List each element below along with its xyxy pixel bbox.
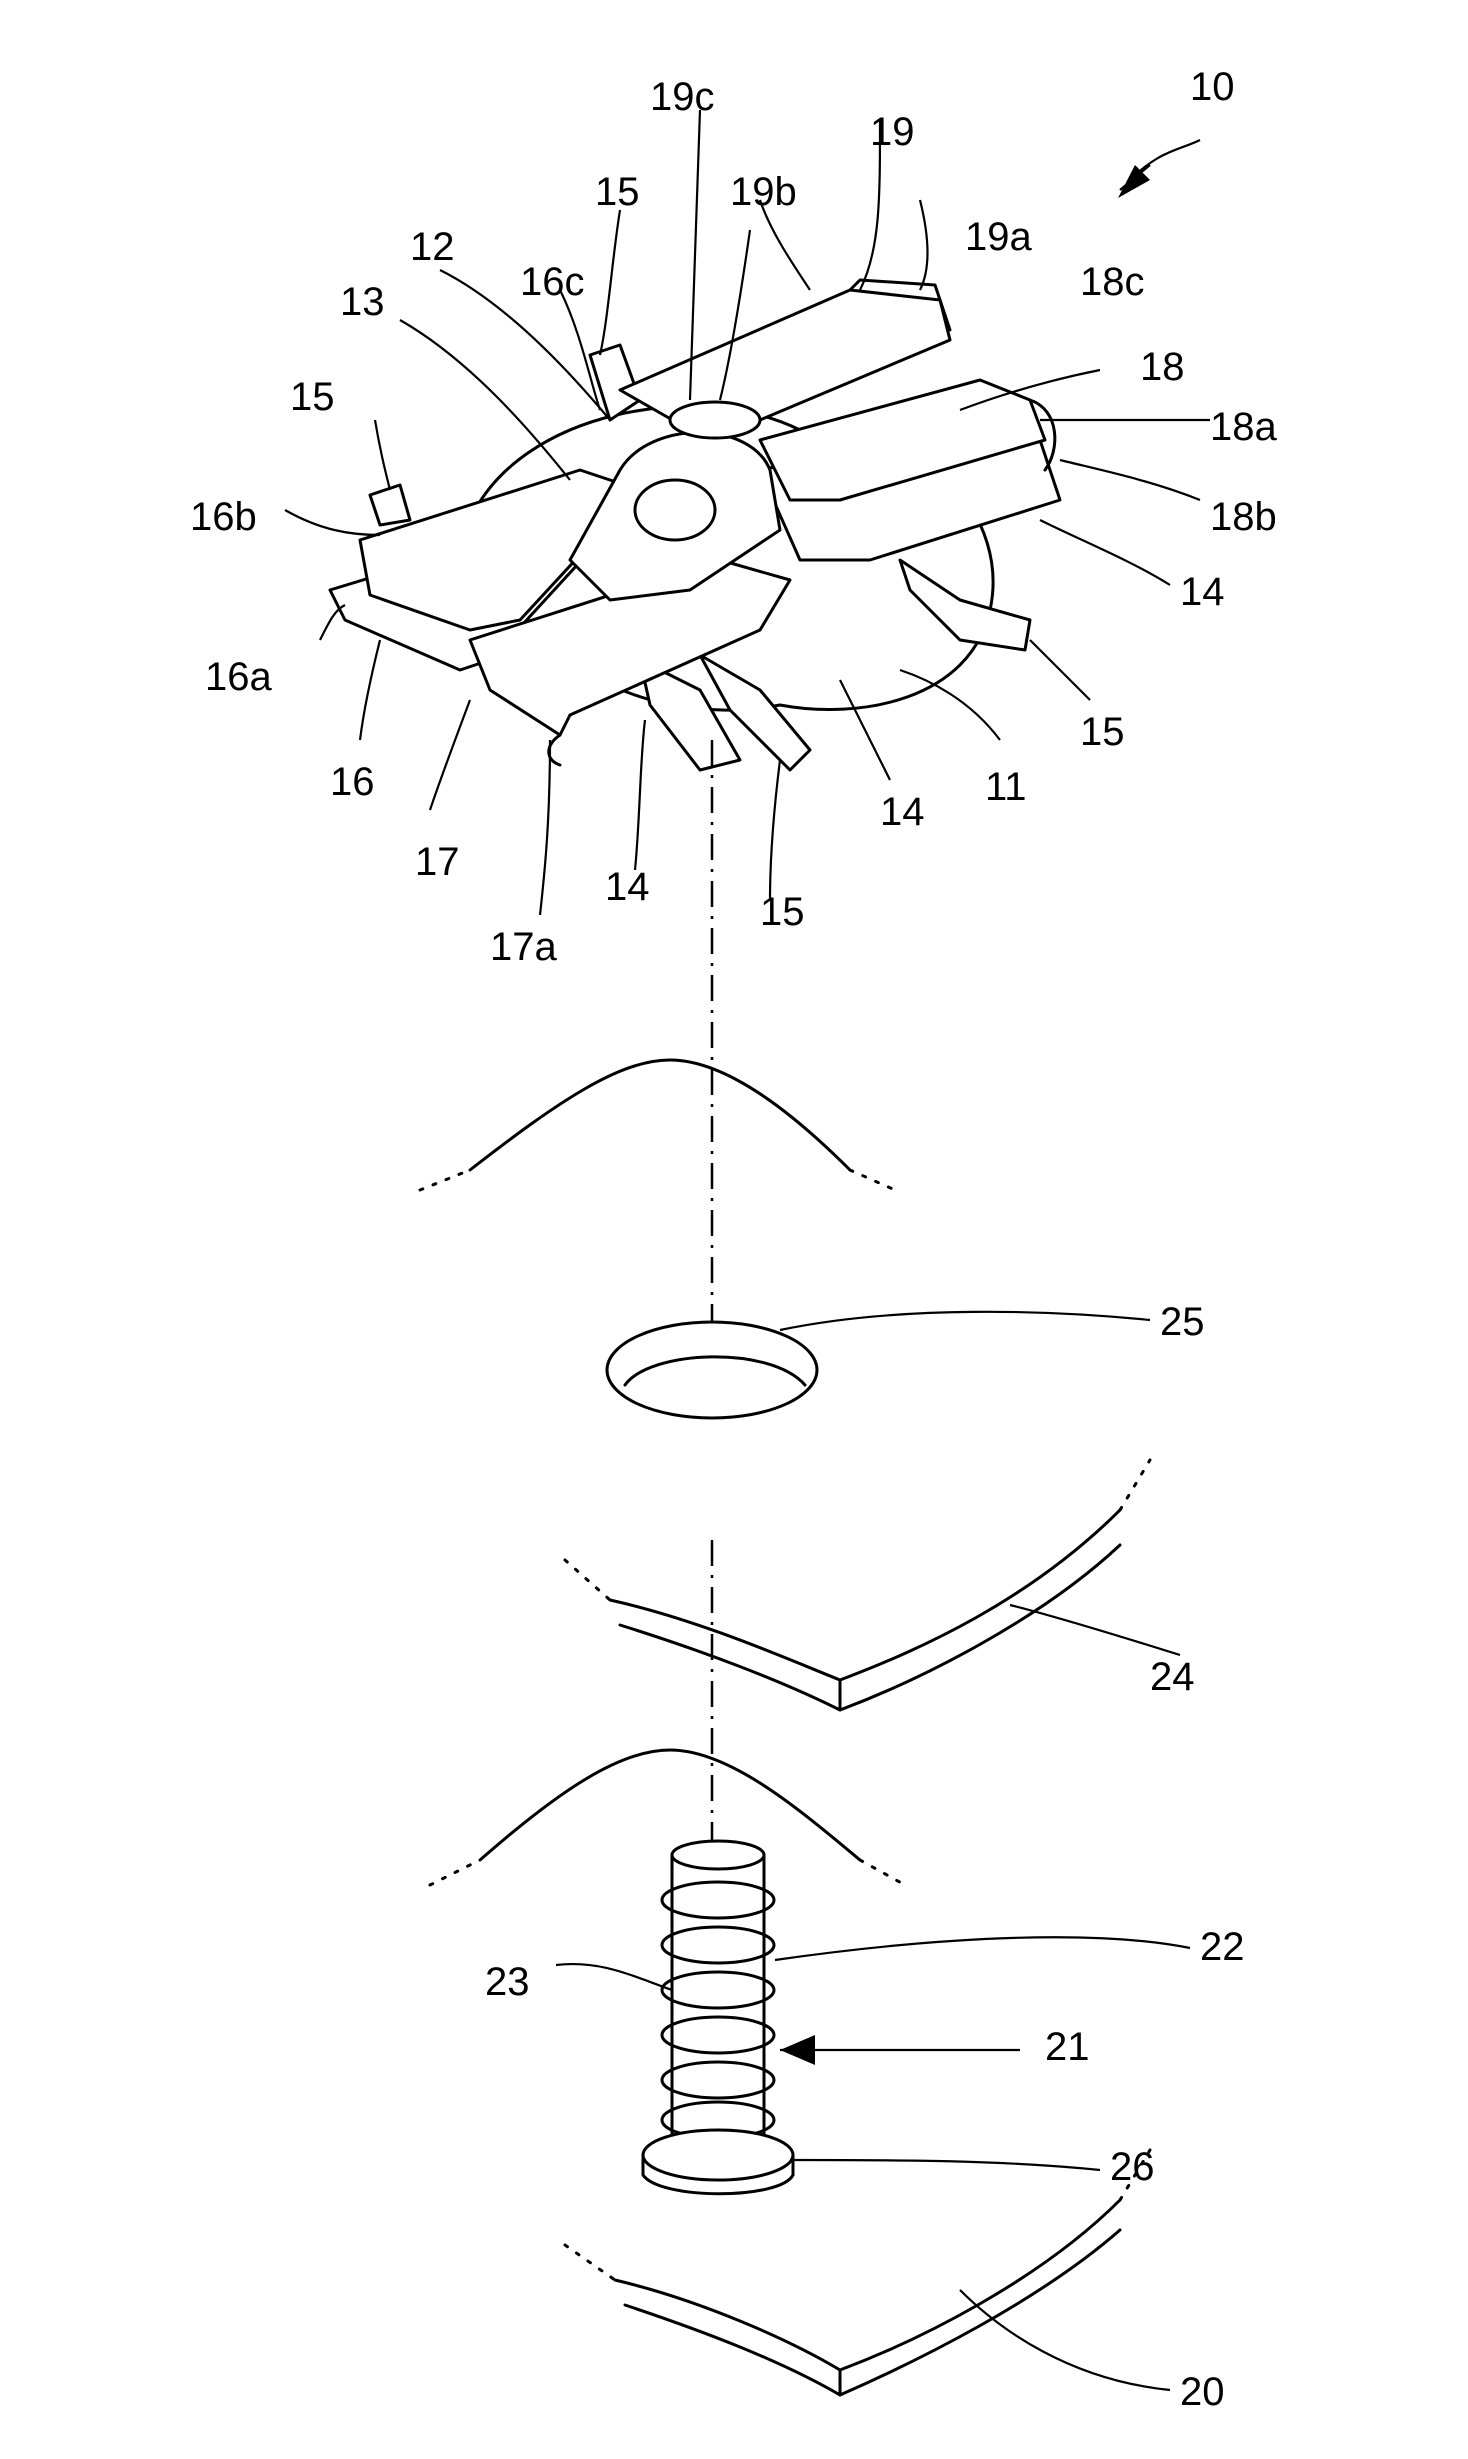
label-17a: 17a [490,925,557,969]
label-26: 26 [1110,2145,1155,2189]
label-22: 22 [1200,1925,1245,1969]
base-20 [565,2150,1150,2395]
label-18b: 18b [1210,495,1277,539]
label-11: 11 [985,765,1027,809]
label-16: 16 [330,760,375,804]
label-15-front: 15 [760,890,805,934]
tab-far-left [370,485,410,525]
label-14-center: 14 [880,790,925,834]
label-14-right: 14 [1180,570,1225,614]
arrow-21 [780,2035,815,2065]
label-16c: 16c [520,260,585,304]
label-21: 21 [1045,2025,1090,2069]
label-19: 19 [870,110,915,154]
label-24: 24 [1150,1655,1195,1699]
label-19a: 19a [965,215,1032,259]
label-15-top: 15 [595,170,640,214]
label-10: 10 [1190,65,1235,109]
label-15-left: 15 [290,375,335,419]
label-25: 25 [1160,1300,1205,1344]
screw-threads [662,1841,774,2138]
tab-back-left [590,345,640,420]
label-15-right: 15 [1080,710,1125,754]
label-23: 23 [485,1960,530,2004]
label-18: 18 [1140,345,1185,389]
top-ring [670,402,760,438]
label-17: 17 [415,840,460,884]
center-hole [635,480,715,540]
label-14-front: 14 [605,865,650,909]
label-19b: 19b [730,170,797,214]
label-13: 13 [340,280,385,324]
screw-head [643,2130,793,2180]
label-16b: 16b [190,495,257,539]
label-19c: 19c [650,75,715,119]
label-18c: 18c [1080,260,1145,304]
label-12: 12 [410,225,455,269]
label-16a: 16a [205,655,272,699]
label-18a: 18a [1210,405,1277,449]
label-20: 20 [1180,2370,1225,2414]
clip-assembly [330,280,1060,770]
